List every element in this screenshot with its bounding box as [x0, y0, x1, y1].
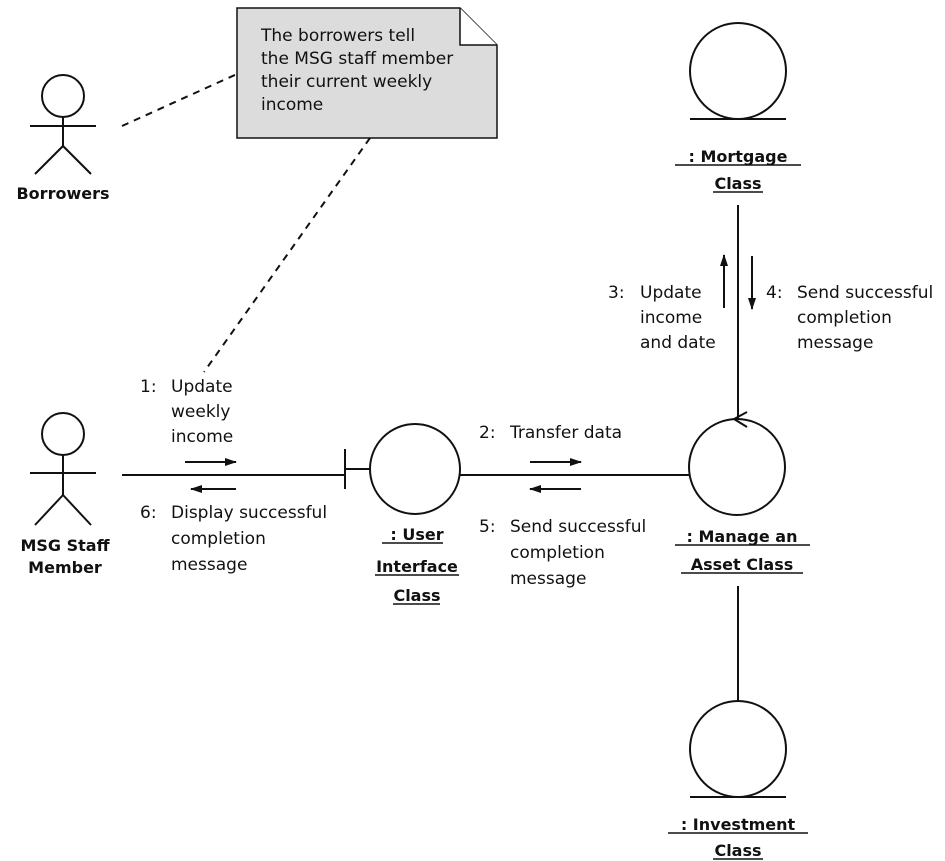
- message-1-label: 1: Update weekly income: [140, 377, 233, 447]
- message-text-line: Send successful: [797, 283, 933, 303]
- actor-borrowers: Borrowers: [16, 74, 110, 203]
- entity-object-mortgage: : Mortgage Class: [675, 22, 801, 193]
- actor-leg-right: [62, 494, 92, 526]
- object-label-line: : Investment: [681, 815, 796, 834]
- message-text-line: message: [797, 333, 873, 353]
- object-label-line: Asset Class: [691, 555, 794, 574]
- object-label-line: : Mortgage: [689, 147, 788, 166]
- entity-circle: [689, 22, 787, 120]
- message-4-label: 4: Send successful completion message: [766, 283, 933, 353]
- actor-label-line: Member: [28, 558, 102, 577]
- message-number: 6:: [140, 503, 157, 523]
- message-text-line: Transfer data: [509, 423, 622, 443]
- message-text-line: completion: [171, 529, 266, 549]
- note-body: [236, 7, 498, 139]
- message-text-line: weekly: [171, 402, 230, 422]
- entity-object-investment: : Investment Class: [668, 700, 808, 860]
- boundary-circle: [369, 423, 461, 515]
- message-6-label: 6: Display successful completion message: [140, 503, 327, 575]
- note-line: income: [261, 95, 323, 115]
- message-number: 5:: [479, 517, 496, 537]
- actor-head: [41, 412, 85, 456]
- object-label-line: : User: [390, 525, 443, 544]
- message-3-label: 3: Update income and date: [608, 283, 716, 353]
- note-folded-corner: [459, 8, 497, 46]
- actor-label-borrowers: Borrowers: [16, 184, 109, 203]
- message-number: 3:: [608, 283, 625, 303]
- control-object-manage-asset: : Manage an Asset Class: [675, 411, 810, 574]
- message-number: 1:: [140, 377, 157, 397]
- note-connector-message: [203, 137, 371, 373]
- actor-msg-staff-member: MSG Staff Member: [20, 412, 111, 577]
- control-arrowhead: [731, 411, 748, 428]
- message-text-line: completion: [797, 308, 892, 328]
- message-2-label: 2: Transfer data: [479, 423, 622, 443]
- actor-label-line: MSG Staff: [20, 536, 110, 555]
- message-text-line: Update: [171, 377, 233, 397]
- message-text-line: income: [640, 308, 702, 328]
- actor-leg-left: [34, 494, 64, 526]
- message-text-line: Send successful: [510, 517, 646, 537]
- message-text-line: message: [171, 555, 247, 575]
- note-line: the MSG staff member: [261, 49, 453, 69]
- note-connector-borrowers: [121, 73, 238, 127]
- note-line: their current weekly: [261, 72, 432, 92]
- note-line: The borrowers tell: [260, 26, 415, 46]
- object-label-line: Class: [393, 586, 440, 605]
- message-number: 4:: [766, 283, 783, 303]
- object-label-line: Interface: [376, 557, 458, 576]
- actor-leg-left: [34, 145, 64, 175]
- message-text-line: message: [510, 569, 586, 589]
- message-5-label: 5: Send successful completion message: [479, 517, 646, 589]
- actor-head: [41, 74, 85, 118]
- object-label-line: : Manage an: [687, 527, 798, 546]
- message-text-line: income: [171, 427, 233, 447]
- object-label-line: Class: [714, 841, 761, 860]
- message-text-line: Update: [640, 283, 702, 303]
- message-text-line: and date: [640, 333, 716, 353]
- object-label-line: Class: [714, 174, 761, 193]
- message-text-line: completion: [510, 543, 605, 563]
- control-circle: [688, 418, 786, 516]
- actor-leg-right: [62, 145, 92, 175]
- boundary-object-user-interface: : User Interface Class: [344, 423, 461, 605]
- message-text-line: Display successful: [171, 503, 327, 523]
- message-number: 2:: [479, 423, 496, 443]
- comment-note: The borrowers tell the MSG staff member …: [236, 7, 498, 139]
- entity-circle: [689, 700, 787, 798]
